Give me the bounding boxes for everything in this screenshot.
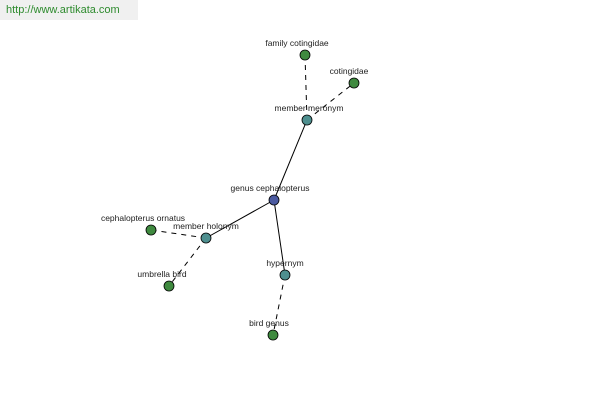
node-birdgenus[interactable]	[267, 329, 279, 341]
node-hypernym[interactable]	[279, 269, 291, 281]
node-holonym[interactable]	[200, 232, 212, 244]
node-umbrella[interactable]	[163, 280, 175, 292]
edges-layer	[150, 54, 355, 336]
node-label-cotingidae: cotingidae	[330, 66, 369, 76]
node-family[interactable]	[299, 49, 311, 61]
edge-genus-hypernym	[273, 199, 286, 276]
node-label-birdgenus: bird genus	[249, 318, 289, 328]
edge-genus-holonym	[205, 199, 275, 239]
nodes-layer	[145, 49, 360, 341]
node-label-genus: genus cephalopterus	[231, 183, 310, 193]
source-url-banner[interactable]: http://www.artikata.com	[0, 0, 138, 20]
edge-meronym-cotingidae	[306, 82, 355, 121]
edge-holonym-umbrella	[168, 237, 207, 287]
node-label-meronym: member meronym	[275, 103, 344, 113]
node-label-hypernym: hypernym	[266, 258, 303, 268]
node-label-ornatus: cephalopterus ornatus	[101, 213, 185, 223]
node-label-holonym: member holonym	[173, 221, 239, 231]
edge-holonym-ornatus	[150, 229, 207, 239]
node-genus[interactable]	[268, 194, 280, 206]
node-ornatus[interactable]	[145, 224, 157, 236]
edge-meronym-family	[304, 54, 308, 121]
node-label-umbrella: umbrella bird	[137, 269, 186, 279]
node-cotingidae[interactable]	[348, 77, 360, 89]
edge-genus-meronym	[273, 119, 308, 201]
labels-layer: genus cephalopterus member meronym member …	[101, 38, 369, 328]
node-meronym[interactable]	[301, 114, 313, 126]
node-label-family: family cotingidae	[265, 38, 329, 48]
edge-hypernym-birdgenus	[272, 274, 286, 336]
